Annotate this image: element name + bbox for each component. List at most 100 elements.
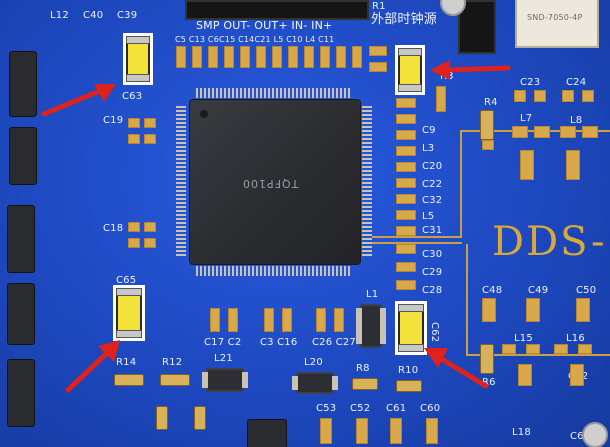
pad [390,418,402,444]
pad [144,222,156,232]
pad [396,262,416,272]
label-r12: R12 [162,357,183,368]
dds-title: DDS- [492,219,607,265]
inductor-l21 [202,368,248,392]
capacitor-c65-highlight [116,288,142,338]
label-c30: C30 [422,249,443,260]
red-arrow-c63 [41,84,116,117]
pad [534,126,550,138]
pad [396,280,416,290]
pad [534,90,546,102]
red-arrow-c65 [65,340,120,393]
label-l5: L5 [422,211,435,222]
label-c32: C32 [422,195,443,206]
pad [396,162,416,172]
trace [372,242,462,244]
label-l16: L16 [566,333,585,344]
label-c29: C29 [422,267,443,278]
pad [208,46,218,68]
ic-left-5 [3,360,39,426]
pad [334,308,344,332]
pad [288,46,298,68]
inductor-l20 [292,372,338,394]
trace [466,244,468,354]
ic-left-3 [3,206,39,272]
label-c23: C23 [520,77,541,88]
pad [482,140,494,150]
dds-chip: TQFP100 [190,100,360,264]
pad [316,308,326,332]
pad [320,418,332,444]
crystal-label: SND-7050-4P [527,13,583,22]
pad [352,46,362,68]
pad [128,238,140,248]
pad [526,298,540,322]
capacitor-highlight-top-right [398,48,422,92]
pad [520,150,534,180]
trace [460,130,462,238]
pad [512,126,528,138]
pad [426,418,438,444]
pad [369,46,387,56]
pad [554,344,568,354]
capacitor-c62-highlight [398,304,424,352]
pad [396,244,416,254]
label-l15: L15 [514,333,533,344]
label-c52: C52 [350,403,371,414]
pad [560,126,576,138]
sma-connector-top [185,0,369,20]
pad [176,46,186,68]
label-c31: C31 [422,225,443,236]
pad [396,210,416,220]
chip-pins-left [176,106,186,258]
ic-bottom [243,420,291,447]
chip-label: TQFP100 [242,177,299,190]
chip-pins-bottom [196,266,352,276]
header-bar-label: SMP OUT- OUT+ IN- IN+ [196,19,333,32]
label-c24: C24 [566,77,587,88]
label-r14: R14 [116,357,137,368]
label-l8: L8 [570,115,583,126]
mounting-hole [440,0,466,16]
label-c63: C63 [122,91,143,102]
label-c65: C65 [116,275,137,286]
pad [396,130,416,140]
capacitor-c63-highlight [126,36,150,82]
inductor-l1 [356,304,386,348]
ic-left-2 [5,128,41,184]
label-r10: R10 [398,365,419,376]
pad [264,308,274,332]
label-c61: C61 [386,403,407,414]
pad [482,298,496,322]
pad [228,308,238,332]
pad [320,46,330,68]
pad [514,90,526,102]
label-r1: R1 [372,1,386,12]
pad [526,344,540,354]
pad [224,46,234,68]
ic-left-4 [3,284,39,344]
pad [578,344,592,354]
label-c3-c16: C3 C16 [260,337,298,348]
pad [566,150,580,180]
crystal-oscillator: SND-7050-4P [515,0,599,48]
pad [192,46,202,68]
cap-row-label: C5 C13 C6C15 C14C21 L5 C10 L4 C11 [175,35,335,44]
label-l7: L7 [520,113,533,124]
pad [576,298,590,322]
label-c22: C22 [422,179,443,190]
label-c19: C19 [103,115,124,126]
pad [336,46,346,68]
resistor [480,110,494,140]
pad [356,418,368,444]
pad [396,226,416,236]
label-c50: C50 [576,285,597,296]
pad [436,86,446,112]
resistor-r10 [396,380,422,392]
resistor-r8 [352,378,378,390]
pad [256,46,266,68]
pad [396,194,416,204]
label-c39: C39 [117,10,138,21]
trace [372,236,462,238]
